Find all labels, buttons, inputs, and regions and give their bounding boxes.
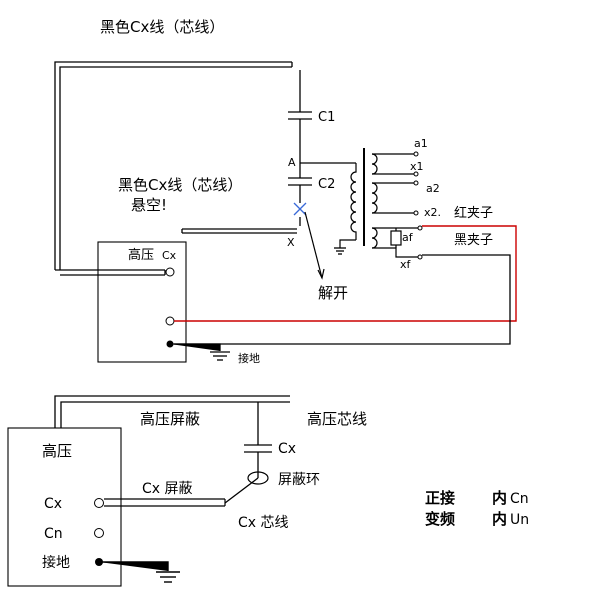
cable-note-line2: 悬空! <box>131 196 167 214</box>
legend-row2-mode: 变频 <box>425 510 455 528</box>
legend-row1-prefix: 内 <box>492 489 507 507</box>
shield-ring-icon <box>247 471 269 485</box>
top-title: 黑色Cx线（芯线） <box>100 18 224 36</box>
terminal-x2: x2. <box>424 206 441 219</box>
red-clip-label: 红夹子 <box>454 205 493 221</box>
red-wire <box>174 225 517 322</box>
node-x-label: X <box>287 236 295 249</box>
cx-capacitor <box>224 402 272 504</box>
transformer <box>339 148 420 258</box>
instrument-box <box>7 427 122 587</box>
cx-shield-cable <box>104 498 226 507</box>
terminal-a2: a2 <box>426 182 440 195</box>
hv-core-label: 高压芯线 <box>307 410 367 428</box>
bottom-ground-icon <box>99 561 180 583</box>
terminal-xf: xf <box>400 258 412 271</box>
tester-red-terminal <box>165 316 175 326</box>
cx-cap-label: Cx <box>278 441 296 457</box>
cable-note-line1: 黑色Cx线（芯线） <box>118 176 242 194</box>
box-cn-label: Cn <box>44 526 63 542</box>
black-clip-label: 黑夹子 <box>454 233 493 248</box>
transformer-ground-icon <box>334 247 346 255</box>
box-cn-terminal <box>94 528 104 538</box>
c1-label: C1 <box>318 110 335 125</box>
legend-row2-value: Un <box>510 512 529 528</box>
terminal-a1: a1 <box>414 137 428 150</box>
terminal-af: af <box>402 231 414 244</box>
cx-shield-label: Cx 屏蔽 <box>142 481 193 497</box>
terminal-x1: x1 <box>410 160 424 173</box>
black-wire <box>174 254 511 345</box>
hv-shield-label: 高压屏蔽 <box>140 410 200 428</box>
black-cx-cable <box>54 61 293 276</box>
node-a-label: A <box>288 156 296 169</box>
x-lead <box>181 228 297 234</box>
legend-row2-prefix: 内 <box>492 510 507 528</box>
terminal-dots <box>413 151 423 260</box>
shield-ring-label: 屏蔽环 <box>278 472 320 488</box>
hv-shield-cable <box>54 395 290 428</box>
legend-row1-mode: 正接 <box>425 489 455 507</box>
box-ground-label: 接地 <box>42 554 70 571</box>
cx-core-label: Cx 芯线 <box>238 515 289 531</box>
tester-hv-terminal <box>165 267 175 277</box>
capacitor-branch <box>288 70 356 203</box>
open-pointer-arrow <box>304 211 325 280</box>
box-cx-terminal <box>94 498 104 508</box>
ground-label: 接地 <box>238 352 260 365</box>
tester-box <box>97 241 187 363</box>
tester-cx-label: Cx <box>162 249 177 262</box>
legend-row1-value: Cn <box>510 491 529 507</box>
c2-label: C2 <box>318 177 335 192</box>
disconnect-mark <box>293 202 307 216</box>
tester-hv-label: 高压 <box>128 247 154 263</box>
box-cx-label: Cx <box>44 496 62 512</box>
open-label: 解开 <box>318 284 348 302</box>
tester-ground-icon <box>170 343 230 361</box>
box-hv-label: 高压 <box>42 442 72 460</box>
